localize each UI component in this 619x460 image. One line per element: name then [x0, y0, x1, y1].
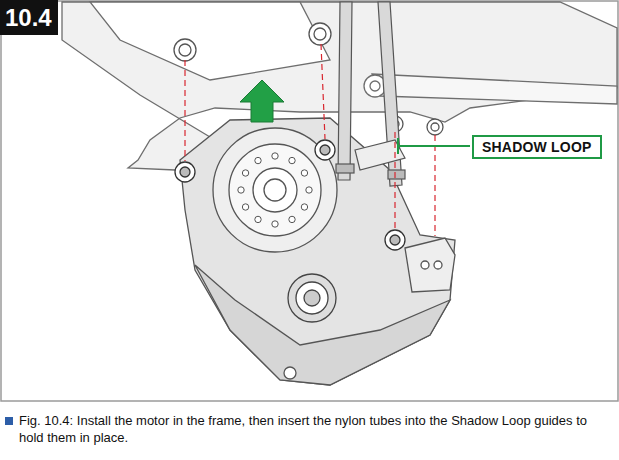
sprocket-spline: [296, 282, 328, 314]
direction-arrow: [240, 80, 284, 122]
mount-bracket: [405, 238, 455, 292]
mount-bracket: [284, 238, 455, 379]
frame-holes: [174, 39, 196, 61]
motor-bolts: [390, 235, 400, 245]
motor-bolt-ring: [301, 204, 307, 210]
motor-bolt-ring: [238, 187, 244, 193]
bike-frame: [90, 2, 330, 80]
motor-housing: [180, 118, 455, 385]
caption-bullet: [5, 417, 13, 425]
alignment-lines: [185, 44, 435, 236]
motor-bolts: [180, 167, 190, 177]
alignment-lines: [394, 132, 395, 229]
frame-holes: [431, 123, 439, 131]
bike-frame: [372, 74, 617, 104]
motor-bolt-ring: [238, 153, 312, 227]
alignment-lines: [434, 135, 435, 236]
leader-line: [398, 145, 470, 147]
alignment-lines: [321, 44, 325, 139]
motor-bolts: [385, 230, 405, 250]
motor-housing: [180, 118, 455, 385]
motor-bolts: [175, 162, 195, 182]
frame-holes: [309, 23, 331, 45]
nylon-tubes: [336, 2, 405, 186]
leader-line: [398, 138, 470, 154]
image-border: [1, 1, 618, 401]
mount-bracket: [434, 261, 442, 269]
direction-arrow: [240, 80, 284, 122]
motor-bolts: [175, 140, 405, 250]
motor-housing: [213, 128, 337, 252]
mount-bracket: [421, 261, 429, 269]
caption-bullet: [5, 417, 13, 425]
motor-bolt-ring: [272, 221, 278, 227]
motor-bolt-ring: [255, 157, 261, 163]
nylon-tubes: [338, 2, 352, 180]
image-border: [1, 1, 618, 401]
motor-bolt-ring: [306, 187, 312, 193]
motor-bolt-ring: [289, 216, 295, 222]
bike-frame: [370, 81, 380, 91]
sprocket-spline: [304, 290, 320, 306]
mount-bracket: [284, 367, 296, 379]
nylon-tubes: [336, 164, 354, 173]
motor-bolt-ring: [255, 216, 261, 222]
motor-bolt-ring: [242, 204, 248, 210]
leader-line: [397, 138, 399, 154]
motor-bolt-ring: [289, 157, 295, 163]
motor-bolts: [320, 145, 330, 155]
alignment-lines: [184, 60, 185, 161]
motor-bolt-ring: [272, 153, 278, 159]
frame-holes: [427, 119, 443, 135]
figure-caption: Fig. 10.4: Install the motor in the fram…: [19, 412, 611, 446]
motor-housing: [229, 144, 321, 236]
callout-box: SHADOW LOOP: [472, 135, 602, 159]
figure-number: 10.4: [0, 0, 58, 35]
motor-bolt-ring: [301, 170, 307, 176]
sprocket-spline: [288, 274, 336, 322]
motor-bolts: [315, 140, 335, 160]
sprocket-spline: [288, 274, 336, 322]
frame-holes: [314, 28, 326, 40]
frame-holes: [179, 44, 191, 56]
callout-label: SHADOW LOOP: [482, 139, 592, 155]
motor-bolt-ring: [242, 170, 248, 176]
motor-housing: [264, 179, 286, 201]
nylon-tubes: [388, 170, 405, 179]
motor-housing: [253, 168, 297, 212]
